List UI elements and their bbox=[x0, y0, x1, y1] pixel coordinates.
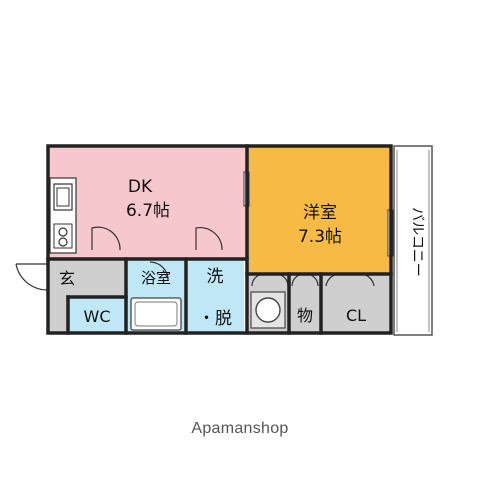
dk-room-name: DK bbox=[128, 177, 153, 197]
washroom bbox=[188, 259, 244, 333]
toilet-label: WC bbox=[84, 307, 111, 326]
balcony-area bbox=[393, 145, 433, 336]
stove-burners-icon bbox=[53, 223, 73, 249]
closet-label: CL bbox=[346, 306, 366, 325]
entrance-area bbox=[48, 259, 126, 297]
dk-room bbox=[48, 146, 247, 259]
dk-inner-door bbox=[195, 227, 223, 251]
washroom-label-line1: 洗 bbox=[207, 267, 224, 287]
balcony-label: バルコニー bbox=[409, 207, 425, 277]
western-room-size: 7.3帖 bbox=[298, 227, 342, 247]
bathroom-label: 浴室 bbox=[141, 269, 171, 287]
entrance-door bbox=[15, 263, 49, 291]
western-room bbox=[247, 146, 391, 274]
washroom-label-line2: ・脱 bbox=[198, 309, 232, 329]
dk-room-size: 6.7帖 bbox=[126, 201, 170, 221]
storage-label: 物 bbox=[297, 306, 313, 325]
bath-door bbox=[149, 261, 169, 281]
watermark-logo-text: Apamanshop bbox=[191, 420, 289, 437]
western-room-name: 洋室 bbox=[303, 203, 337, 223]
kitchen-sink-icon bbox=[53, 183, 73, 211]
bathtub-icon bbox=[130, 297, 182, 331]
closet-room bbox=[321, 274, 391, 333]
toilet-room bbox=[68, 297, 126, 333]
walls bbox=[46, 144, 393, 335]
entrance-label: 玄 bbox=[59, 269, 75, 288]
storage-room bbox=[289, 274, 321, 333]
washing-machine-icon bbox=[250, 291, 286, 329]
entrance-shoe-storage bbox=[48, 297, 68, 333]
dk-door bbox=[91, 226, 121, 251]
